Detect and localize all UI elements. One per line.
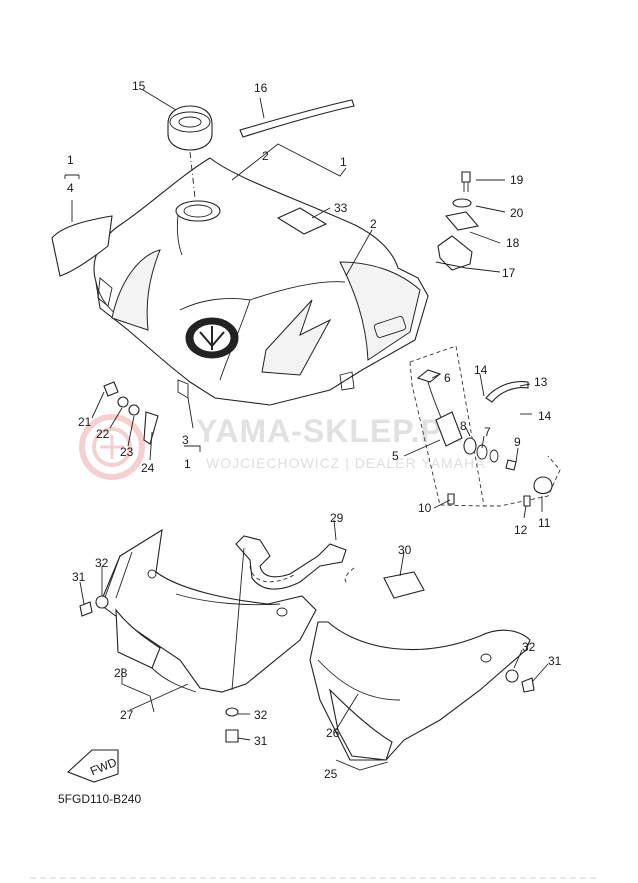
callout-14: 14 — [474, 363, 488, 377]
callout-31: 31 — [254, 734, 268, 748]
callout-13: 13 — [534, 375, 548, 389]
callout-19: 19 — [510, 173, 524, 187]
callout-10: 10 — [418, 501, 432, 515]
leader-lines — [64, 89, 549, 771]
callout-11: 11 — [538, 516, 551, 530]
callout-31: 31 — [548, 654, 562, 668]
mount-bracket — [235, 535, 347, 590]
callout-32: 32 — [95, 556, 109, 570]
callout-31: 31 — [72, 570, 86, 584]
cover-fasteners — [79, 595, 535, 743]
callout-3: 3 — [182, 433, 189, 447]
callout-32: 32 — [522, 640, 536, 654]
diagram-code: 5FGD110-B240 — [58, 792, 141, 806]
hose-clip — [344, 567, 425, 599]
fuel-cap — [167, 105, 213, 151]
callout-25: 25 — [324, 767, 338, 781]
callout-29: 29 — [330, 511, 344, 525]
watermark-sub-text: WOJCIECHOWICZ | DEALER YAMAHA — [206, 455, 485, 471]
callout-5: 5 — [392, 449, 399, 463]
callout-33: 33 — [334, 201, 348, 215]
callout-32: 32 — [254, 708, 268, 722]
callout-14: 14 — [538, 409, 552, 423]
callout-6: 6 — [444, 371, 451, 385]
watermark-main-text: YAMA-SKLEP.PL — [196, 413, 463, 449]
right-side-cover — [309, 621, 531, 761]
fuel-cock-assembly — [409, 345, 561, 507]
callout-1: 1 — [340, 155, 347, 169]
callout-1: 1 — [184, 457, 191, 471]
callout-30: 30 — [398, 543, 412, 557]
callout-16: 16 — [254, 81, 268, 95]
left-side-cover — [99, 528, 317, 693]
callout-21: 21 — [78, 415, 92, 429]
callout-2: 2 — [262, 149, 269, 163]
watermark-logo — [79, 414, 145, 480]
fwd-arrow: FWD — [66, 749, 119, 783]
callout-9: 9 — [514, 435, 521, 449]
callout-26: 26 — [326, 726, 340, 740]
fuel-tank — [51, 99, 429, 406]
callout-27: 27 — [120, 708, 134, 722]
callout-12: 12 — [514, 523, 528, 537]
callout-15: 15 — [132, 79, 146, 93]
callout-7: 7 — [484, 425, 491, 439]
callout-23: 23 — [120, 445, 134, 459]
callout-1: 1 — [67, 153, 74, 167]
callout-18: 18 — [506, 236, 520, 250]
callout-labels: 1 4 2 1 2 15 16 33 19 20 18 17 6 14 13 1… — [67, 79, 562, 781]
callout-17: 17 — [502, 266, 516, 280]
callout-28: 28 — [114, 666, 128, 680]
tank-mount-parts — [437, 171, 480, 271]
callout-24: 24 — [141, 461, 155, 475]
callout-8: 8 — [460, 419, 467, 433]
callout-4: 4 — [67, 181, 74, 195]
callout-2: 2 — [370, 217, 377, 231]
callout-22: 22 — [96, 427, 110, 441]
tank-bolts — [103, 381, 159, 445]
callout-20: 20 — [510, 206, 524, 220]
watermark: YAMA-SKLEP.PL WOJCIECHOWICZ | DEALER YAM… — [79, 413, 485, 480]
